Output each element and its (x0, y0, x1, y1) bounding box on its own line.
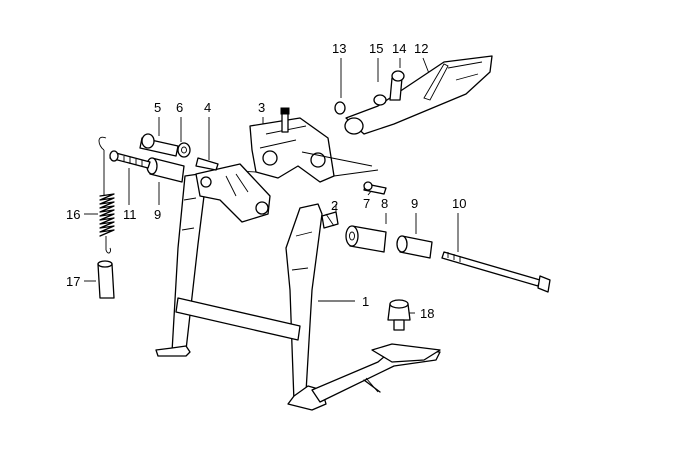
callout-2: 2 (331, 198, 338, 213)
callout-16: 16 (66, 207, 80, 222)
grease-nipple (321, 211, 339, 229)
center-stand (155, 173, 441, 411)
callout-9-left: 9 (154, 207, 161, 222)
long-bolt-10 (441, 251, 551, 293)
callout-6: 6 (176, 100, 183, 115)
callout-labels: 1 2 3 4 5 6 7 8 9 9 10 11 12 13 14 15 16… (66, 41, 466, 321)
spring-16 (98, 136, 115, 254)
screw-7 (363, 181, 387, 195)
rubber-buffer-18 (387, 299, 411, 331)
callout-13: 13 (332, 41, 346, 56)
screw-11 (109, 150, 151, 169)
callout-5: 5 (154, 100, 161, 115)
callout-4: 4 (204, 100, 211, 115)
callout-3: 3 (258, 100, 265, 115)
callout-17: 17 (66, 274, 80, 289)
callout-18: 18 (420, 306, 434, 321)
callout-7: 7 (363, 196, 370, 211)
mounting-bracket (217, 107, 379, 183)
sleeve-17 (97, 260, 115, 299)
bracket-plate (195, 157, 271, 223)
bolt-and-washer (139, 133, 191, 158)
callout-9-right: 9 (411, 196, 418, 211)
spacer-8 (345, 225, 387, 253)
bushing-left (146, 157, 185, 183)
callout-14: 14 (392, 41, 406, 56)
callout-15: 15 (369, 41, 383, 56)
callout-1: 1 (362, 294, 369, 309)
callout-11: 11 (123, 207, 137, 222)
lever-assembly (334, 55, 493, 135)
bushing-right (396, 235, 433, 259)
callout-8: 8 (381, 196, 388, 211)
callout-12: 12 (414, 41, 428, 56)
callout-10: 10 (452, 196, 466, 211)
